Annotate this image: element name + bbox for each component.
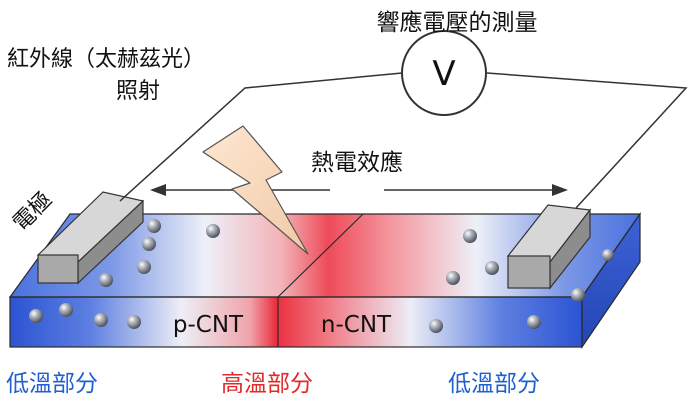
right-electrode: [506, 204, 592, 290]
measurement-circuit: V: [119, 30, 688, 209]
slab-side-face: [582, 214, 640, 347]
p-cnt-label: p-CNT: [173, 312, 244, 338]
carrier-dot: [446, 271, 460, 285]
carrier-dot: [142, 237, 156, 251]
carrier-dot: [147, 219, 161, 233]
illumination-label-line1: 紅外線（太赫茲光）: [7, 47, 205, 72]
slab-top-face: [10, 214, 640, 297]
carrier-dot: [527, 315, 541, 329]
pn-junction-top: [277, 213, 364, 298]
carrier-dot: [127, 315, 141, 329]
high-temp-label: 高溫部分: [221, 371, 313, 397]
carrier-dot: [99, 273, 113, 287]
carrier-particles: [29, 219, 614, 333]
illumination-label-line2: 照射: [116, 79, 160, 104]
carrier-dot: [59, 303, 73, 317]
carrier-dot: [206, 224, 220, 238]
carrier-dot: [571, 288, 585, 302]
carrier-dot: [485, 261, 499, 275]
low-temp-right-label: 低溫部分: [448, 371, 540, 397]
measurement-title: 響應電壓的測量: [377, 10, 538, 36]
low-temp-left-label: 低溫部分: [6, 371, 98, 397]
lightning-bolt-icon: [202, 125, 309, 255]
electrode-label: 電極: [9, 187, 58, 236]
n-cnt-label: n-CNT: [321, 312, 392, 338]
wire-left: [119, 72, 403, 202]
carrier-dot: [602, 249, 614, 261]
wire-right: [486, 72, 688, 209]
carrier-dot: [429, 319, 443, 333]
thermoelectric-arrow: [150, 184, 568, 196]
carrier-dot: [94, 313, 108, 327]
voltmeter: [401, 30, 487, 116]
carrier-dot: [463, 229, 477, 243]
thermoelectric-effect-label: 熱電效應: [311, 150, 403, 176]
carrier-dot: [29, 309, 43, 323]
carrier-dot: [137, 260, 151, 274]
voltmeter-symbol: V: [432, 54, 455, 94]
left-electrode: [36, 191, 145, 285]
